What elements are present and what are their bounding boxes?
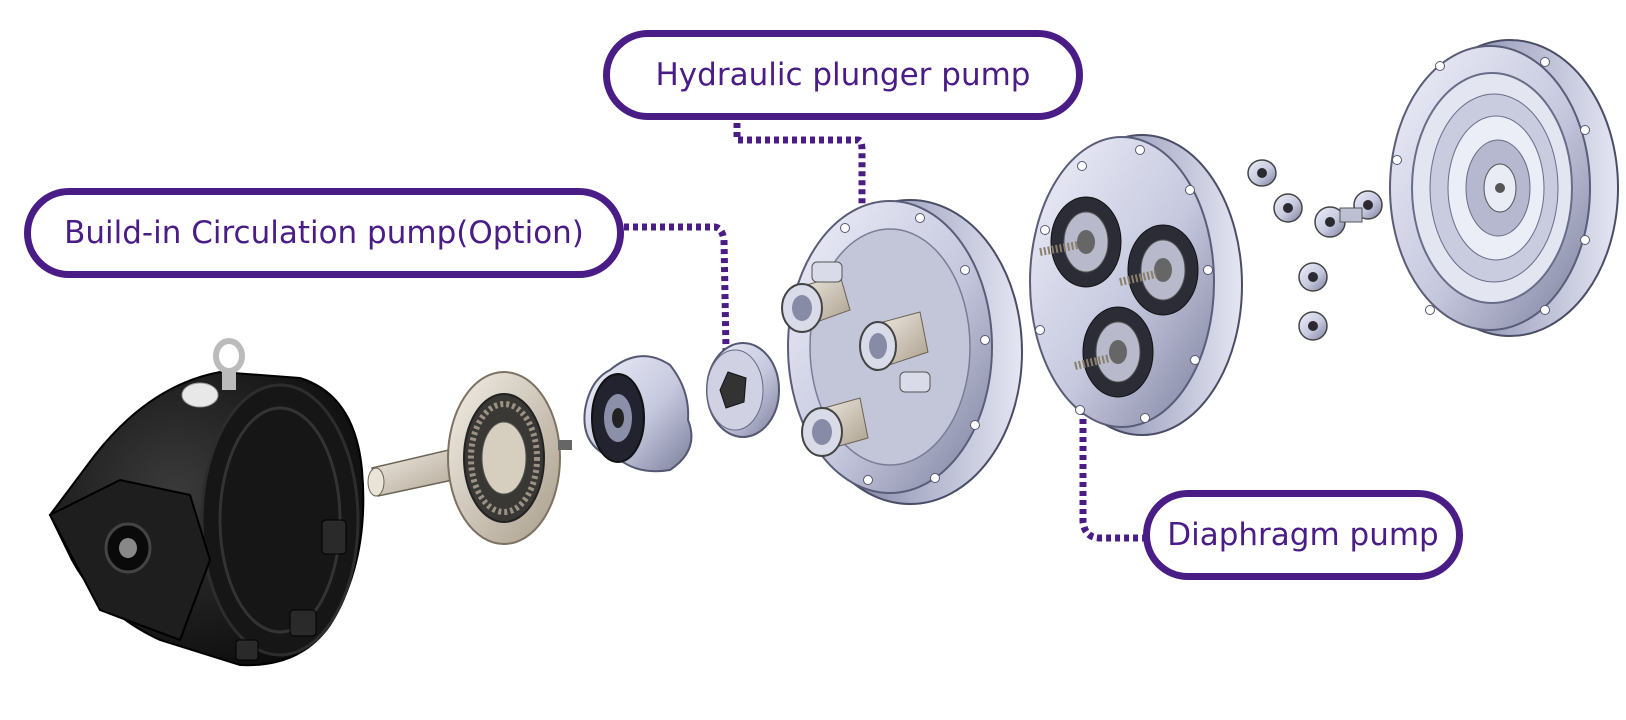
plunger-middle [859,311,929,371]
connector-diaphragm [1079,392,1150,542]
pump-head-cover-icon [1389,39,1619,337]
check-valve-icon [1247,159,1383,341]
plunger-bottom [801,397,869,457]
connector-lines [624,123,1150,542]
connector-circulation [624,223,730,351]
label-diaphragm-pump: Diaphragm pump [1143,490,1463,580]
label-circulation-pump: Build-in Circulation pump(Option) [24,188,624,278]
connector-hydraulic [733,123,866,220]
plunger-pump-plate-icon [781,199,1023,505]
diaphragm-plate-icon [1029,134,1243,436]
circulation-pump-rotor-icon [706,342,780,438]
diaphragm-1 [1039,196,1122,288]
plunger-top [781,274,851,333]
diaphragm-3 [1074,306,1154,398]
motor-housing-icon [48,338,365,667]
diaphragm-2 [1119,224,1199,316]
label-hydraulic-plunger-pump: Hydraulic plunger pump [603,30,1083,120]
shaft-bearing-icon [367,371,572,545]
eccentric-cam-icon [583,355,693,473]
